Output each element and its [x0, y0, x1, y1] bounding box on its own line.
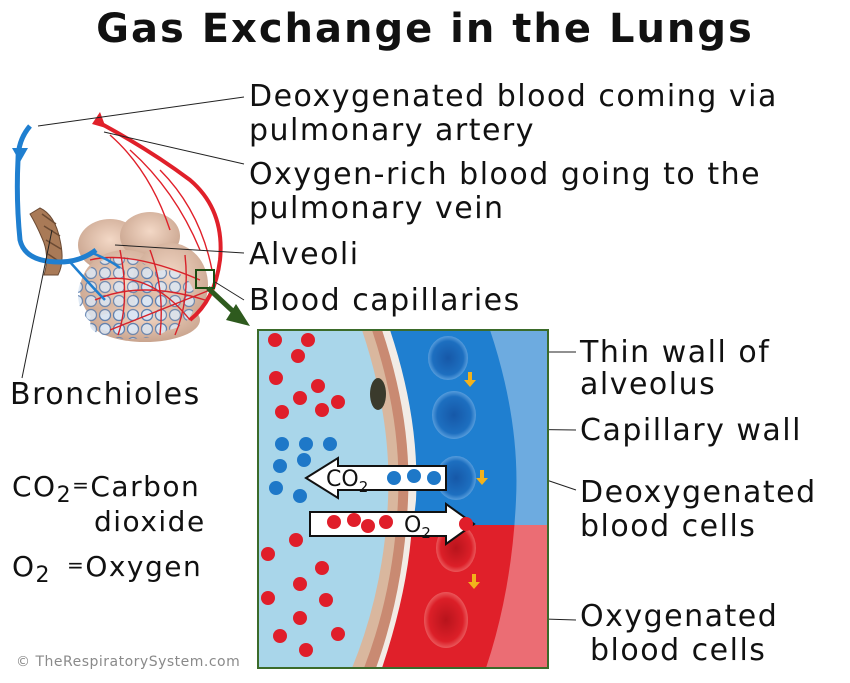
label-deoxygenated-cells-2: blood cells	[580, 509, 757, 544]
oxygen-molecule	[315, 403, 329, 417]
oxygen-molecule	[293, 577, 307, 591]
carbon-dioxide-molecule	[293, 489, 307, 503]
legend-o2-symbol: O	[12, 550, 36, 583]
svg-text:O2: O2	[404, 513, 431, 542]
oxygen-molecule	[379, 515, 393, 529]
oxygen-molecule	[275, 405, 289, 419]
oxygen-molecule	[261, 547, 275, 561]
oxygen-molecule	[327, 515, 341, 529]
co2-arrow-label: CO	[326, 467, 359, 492]
carbon-dioxide-molecule	[407, 469, 421, 483]
oxygenated-cell	[424, 592, 468, 648]
legend-co2-eq: =	[72, 473, 91, 497]
oxygen-molecule	[289, 533, 303, 547]
bronchiole-tube	[29, 207, 63, 276]
carbon-dioxide-molecule	[323, 437, 337, 451]
lung-lobule	[12, 112, 250, 342]
deoxygenated-cell	[432, 391, 476, 439]
legend-o2-eq: =	[67, 553, 86, 577]
carbon-dioxide-molecule	[273, 459, 287, 473]
magnify-square	[195, 269, 215, 289]
oxygen-molecule	[331, 395, 345, 409]
deoxygenated-cell	[428, 336, 468, 380]
oxygen-molecule	[269, 371, 283, 385]
page-title: Gas Exchange in the Lungs	[96, 6, 754, 52]
oxygen-molecule	[347, 513, 361, 527]
oxygen-molecule	[301, 333, 315, 347]
oxygen-molecule	[459, 517, 473, 531]
oxygen-molecule	[293, 391, 307, 405]
vein-flow-arrow	[92, 112, 106, 128]
alveolus-inset	[258, 330, 548, 668]
legend-o2-name: Oxygen	[85, 550, 203, 583]
oxygen-molecule	[331, 627, 345, 641]
credit-watermark: © TheRespiratorySystem.com	[16, 654, 241, 670]
co2-diffusion-arrow: CO2	[304, 456, 447, 500]
inset-frame	[257, 329, 549, 669]
oxygen-molecule	[291, 349, 305, 363]
wall-nucleus	[370, 378, 386, 410]
legend-o2: O2 =Oxygen	[12, 550, 203, 588]
oxygen-molecule	[361, 519, 375, 533]
label-oxygen-rich-vein-1: Oxygen-rich blood going to the	[249, 157, 762, 192]
o2-arrow-sub: 2	[421, 524, 431, 542]
label-deoxygenated-cells-1: Deoxygenated	[580, 475, 817, 510]
oxygen-molecule	[273, 629, 287, 643]
legend-o2-sub: 2	[35, 563, 52, 588]
oxygen-molecule	[293, 611, 307, 625]
label-oxygenated-cells-1: Oxygenated	[580, 599, 779, 634]
flow-arrows	[464, 372, 488, 589]
carbon-dioxide-molecules	[269, 437, 337, 503]
carbon-dioxide-molecule	[297, 453, 311, 467]
svg-text:CO2: CO2	[326, 467, 368, 496]
oxygen-molecule	[299, 643, 313, 657]
label-oxygen-rich-vein-2: pulmonary vein	[249, 191, 505, 226]
oxygen-molecules	[261, 333, 345, 657]
inset-pointer-arrow	[226, 304, 250, 326]
legend-co2-sub: 2	[56, 483, 73, 508]
artery-flow-arrow	[12, 148, 28, 162]
label-oxygenated-cells-2: blood cells	[590, 633, 767, 668]
label-blood-capillaries: Blood capillaries	[249, 283, 521, 318]
o2-arrow-label: O	[404, 513, 421, 538]
carbon-dioxide-molecule	[299, 437, 313, 451]
oxygen-molecule	[319, 593, 333, 607]
label-deoxygenated-artery-1: Deoxygenated blood coming via	[249, 79, 778, 114]
carbon-dioxide-molecule	[269, 481, 283, 495]
label-capillary-wall: Capillary wall	[580, 413, 802, 448]
oxygen-molecule	[261, 591, 275, 605]
carbon-dioxide-molecule	[387, 471, 401, 485]
co2-arrow-sub: 2	[359, 478, 369, 496]
label-alveoli: Alveoli	[249, 237, 360, 272]
oxygen-molecule	[311, 379, 325, 393]
legend-co2-symbol: CO	[12, 470, 57, 503]
label-thin-wall-2: alveolus	[580, 367, 717, 402]
carbon-dioxide-molecule	[275, 437, 289, 451]
label-deoxygenated-artery-2: pulmonary artery	[249, 113, 536, 148]
oxygen-molecule	[315, 561, 329, 575]
legend-co2: CO2=Carbon	[12, 470, 201, 508]
label-bronchioles: Bronchioles	[10, 377, 201, 412]
legend-co2-name-1: Carbon	[90, 470, 201, 503]
legend-co2-name-2: dioxide	[94, 505, 206, 538]
carbon-dioxide-molecule	[427, 471, 441, 485]
label-thin-wall-1: Thin wall of	[580, 335, 771, 370]
oxygen-molecule	[268, 333, 282, 347]
